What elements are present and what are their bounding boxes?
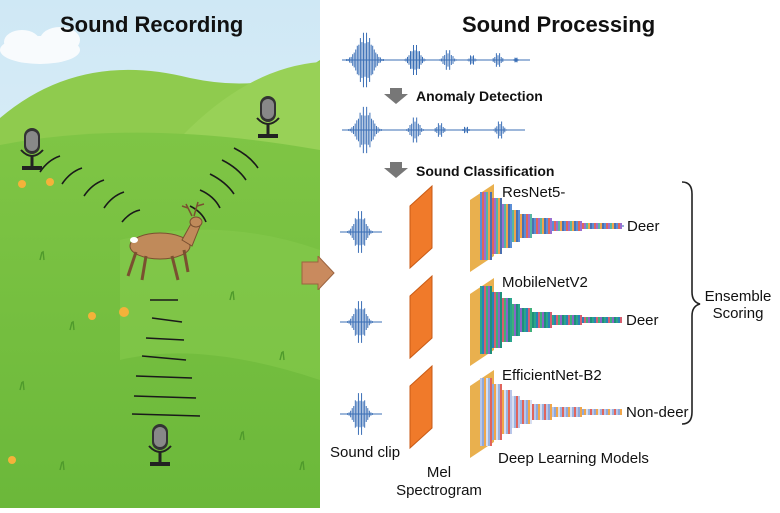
deep-learning-models-label: Deep Learning Models	[498, 450, 649, 467]
cnn-model-icon	[470, 278, 622, 366]
deep-learning-models	[470, 184, 624, 458]
ensemble-label-line2: Scoring	[712, 305, 764, 322]
sound-processing-title: Sound Processing	[462, 12, 656, 37]
mel-spectrogram-icon	[409, 184, 433, 270]
cnn-model-icon	[470, 370, 622, 458]
processing-diagram	[340, 32, 701, 458]
meadow-scene	[0, 0, 320, 508]
transition-arrow-icon	[301, 256, 335, 290]
sound-clip-waveform-3	[340, 393, 382, 435]
down-arrow-icon	[384, 162, 408, 178]
model-name-1: ResNet5-	[502, 184, 566, 201]
flower-icon	[8, 178, 129, 464]
model-result-2: Deer	[626, 312, 659, 329]
microphone-icon	[148, 424, 172, 466]
model-result-3: Non-deer	[626, 404, 689, 421]
deer-icon	[126, 201, 205, 281]
raw-waveform	[342, 32, 530, 88]
sound-clip-waveform-2	[340, 301, 382, 343]
sound-recording-title: Sound Recording	[60, 12, 244, 37]
light-patch	[120, 229, 320, 380]
cloud-icon	[0, 27, 80, 64]
mel-label-line1: Mel	[426, 464, 452, 481]
ensemble-brace	[681, 181, 701, 425]
detected-waveform	[342, 106, 525, 154]
down-arrow-icon	[384, 88, 408, 104]
model-result-1: Deer	[627, 218, 660, 235]
waveforms	[340, 32, 530, 435]
sound-clip-label: Sound clip	[330, 444, 401, 461]
mel-spectrogram-icon	[409, 364, 433, 450]
sound-recording-panel: Sound Recording	[0, 0, 320, 508]
anomaly-detection-label: Anomaly Detection	[416, 88, 543, 104]
microphone-icon	[20, 128, 44, 170]
mel-label-line2: Spectrogram	[396, 482, 482, 499]
sound-classification-label: Sound Classification	[416, 163, 555, 179]
cnn-model-icon	[470, 184, 624, 272]
model-name-2: MobileNetV2	[502, 274, 588, 291]
sound-processing-panel: Sound Processing Anomaly Detection Sound…	[320, 0, 780, 508]
ensemble-label-line1: Ensemble	[704, 288, 772, 305]
model-name-3: EfficientNet-B2	[502, 367, 602, 384]
grass-tufts	[19, 250, 305, 471]
microphone-icon	[256, 96, 280, 138]
mel-spectrogram-icon	[409, 274, 433, 360]
sound-wave-arc	[39, 147, 259, 417]
sound-clip-waveform-1	[340, 211, 382, 253]
